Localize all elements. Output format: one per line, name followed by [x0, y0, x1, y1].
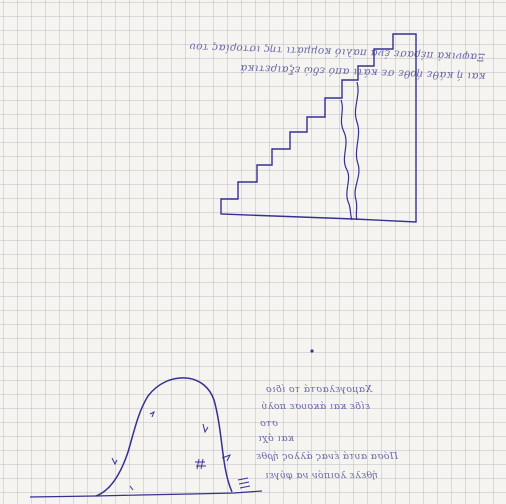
bottom-note-line-1: Χαμογελαστά το ίδιο: [265, 384, 372, 395]
crack-line-left: [340, 99, 353, 221]
scribble-mark: [237, 477, 251, 489]
crack-line-right: [354, 81, 360, 221]
hill-sketch-ground-line: [29, 490, 263, 498]
staircase-sketch: [220, 33, 417, 223]
scribble-mark: [202, 423, 209, 434]
scribble-mark: [129, 485, 134, 491]
ink-dot: [310, 349, 314, 353]
bottom-note-line-5: Πόσα αυτά ένας άλλος ήρθε: [255, 451, 398, 462]
scribble-mark: [195, 458, 206, 470]
bottom-note-line-4: και όχι: [258, 433, 294, 444]
hill-sketch-outline: [95, 377, 233, 497]
bottom-note-line-3: στο: [259, 418, 278, 429]
scribble-mark: [111, 457, 118, 466]
bottom-note-line-6: ήθελε λοιπόν να φύγει: [264, 470, 378, 481]
scribble-mark: [221, 454, 232, 462]
bottom-note-line-2: είδε και άκουσε πολύ: [261, 401, 370, 412]
scribble-mark: [149, 410, 155, 418]
